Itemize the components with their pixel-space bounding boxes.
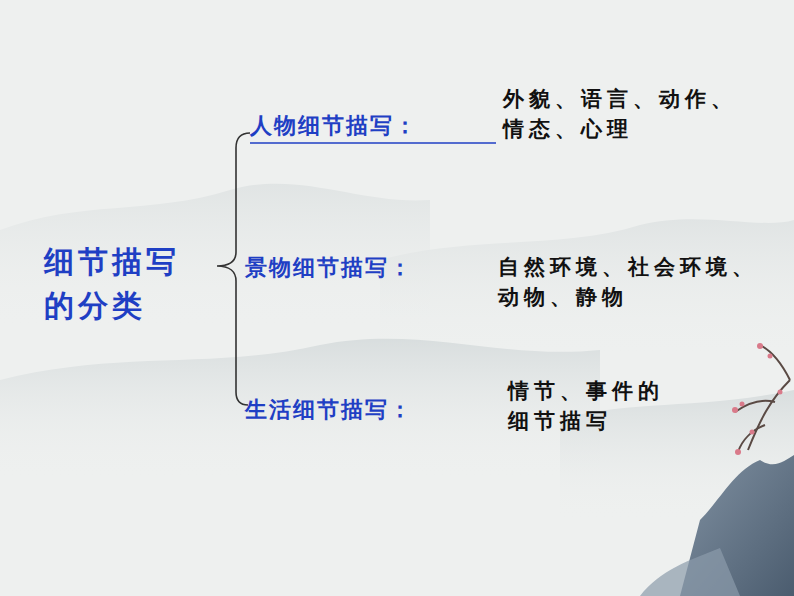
branch-heading: 人物细节描写： [250,110,490,142]
branch-heading: 景物细节描写： [245,252,485,284]
underline [250,142,496,144]
branch-detail: 自然环境、社会环境、 动物、静物 [498,252,786,313]
plum-blossoms [732,343,783,455]
mist-hill [380,219,794,360]
branch-detail: 外貌、语言、动作、 情态、心理 [503,84,781,145]
rock [640,548,740,596]
mist-hill [0,339,600,480]
branch-heading: 生活细节描写： [245,394,485,426]
branch-detail: 情节、事件的 细节描写 [508,376,713,437]
root-title: 细节描写 的分类 [44,240,219,327]
plum-branch [735,345,790,452]
